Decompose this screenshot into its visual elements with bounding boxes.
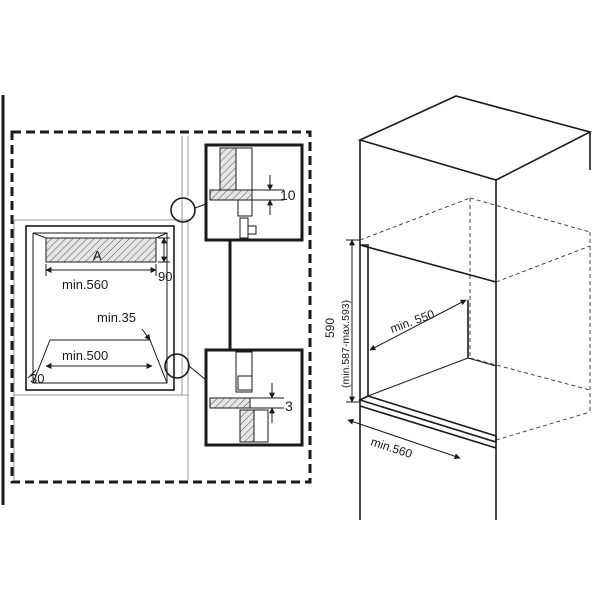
offset-30-label: 30 (30, 371, 44, 386)
min-depth-label-right: min. 550 (388, 307, 436, 336)
oven-outline (25, 225, 175, 391)
min-depth-label-left: min.500 (62, 348, 108, 363)
top-view-panel: A min.560 90 min.35 min.500 30 (10, 130, 312, 484)
height-590-label: 590 (323, 318, 337, 338)
area-a-hatched (45, 237, 157, 263)
detail-bottom-gap-label: 3 (285, 398, 293, 414)
height-range-label: (min.587-max.593) (340, 300, 352, 388)
height-90-label: 90 (158, 269, 172, 284)
detail-marker-bottom (164, 353, 190, 379)
min-width-label-left: min.560 (62, 277, 108, 292)
detail-box-bottom: 3 (204, 348, 304, 447)
panel-dashed-border (10, 130, 312, 484)
detail-box-top: 10 (204, 143, 304, 242)
min-35-label: min.35 (97, 310, 136, 325)
area-a-label: A (93, 248, 102, 263)
min-width-label-right: min.560 (369, 435, 414, 462)
detail-top-gap-label: 10 (280, 187, 296, 203)
cabinet-3d-view: 590 (min.587-max.593) min. 550 min.560 (323, 95, 593, 520)
detail-marker-top (170, 197, 196, 223)
